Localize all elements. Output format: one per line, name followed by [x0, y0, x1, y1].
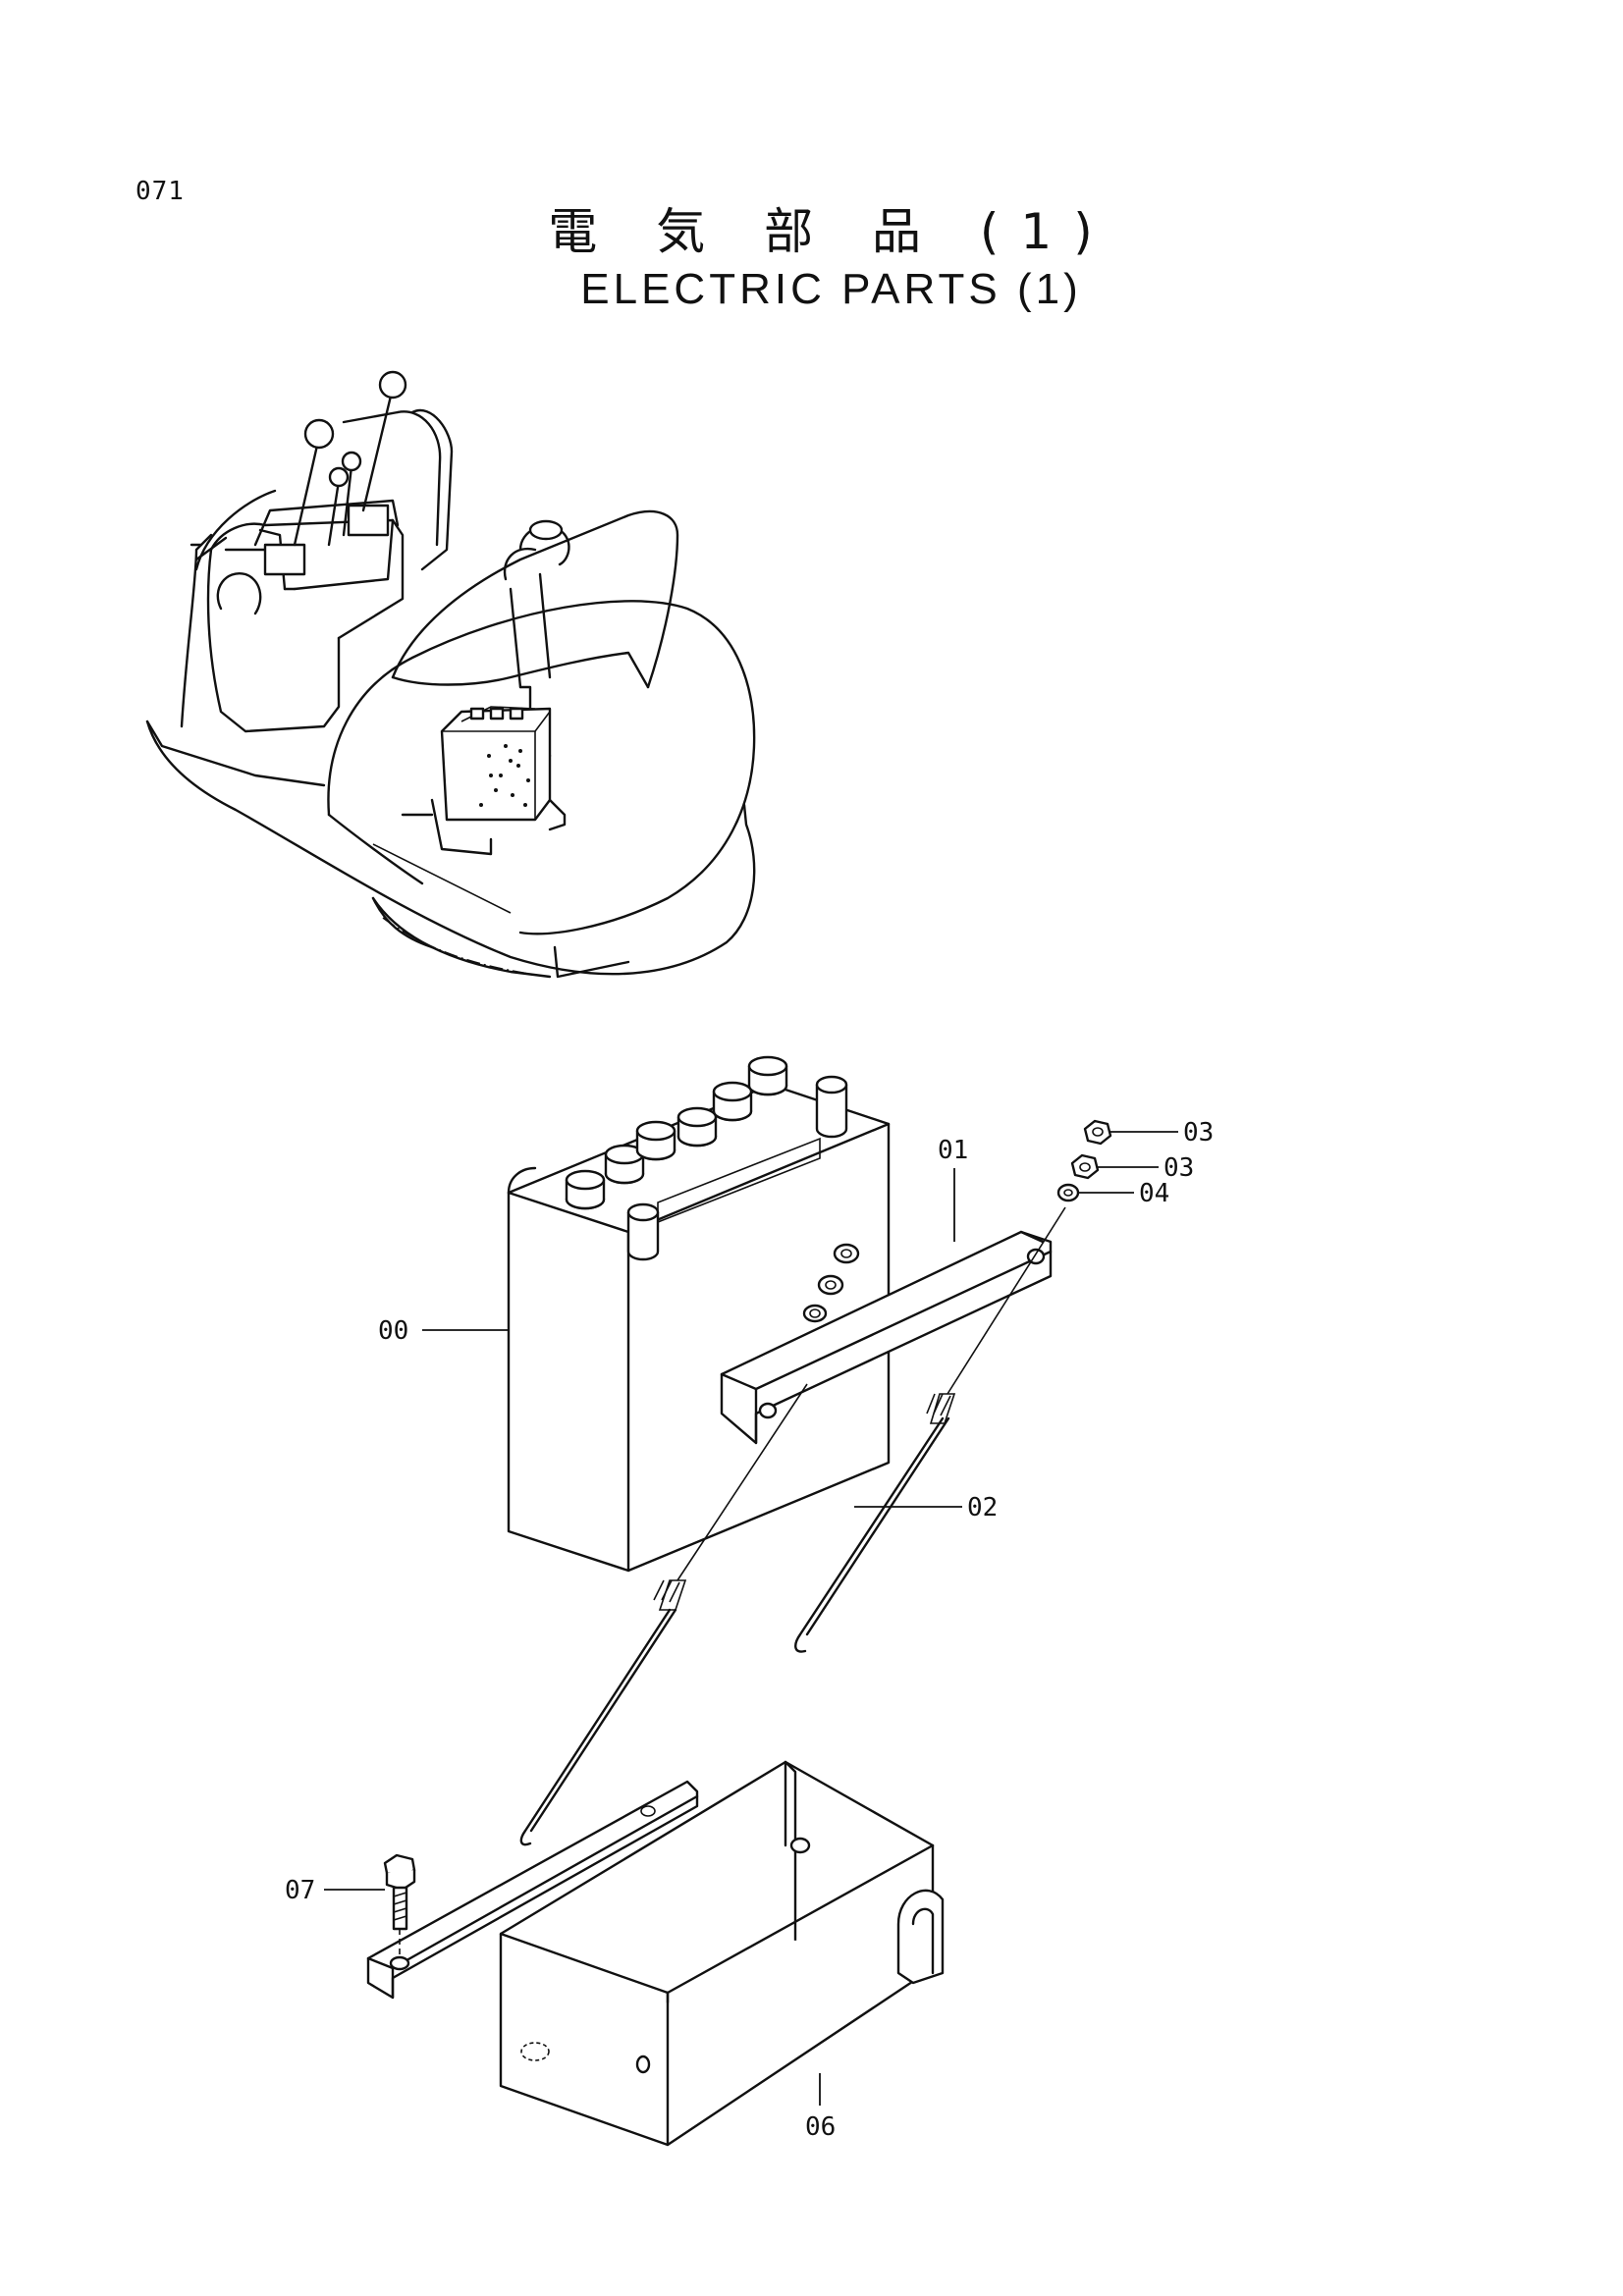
- nut-top: [1083, 1119, 1112, 1146]
- leader-lines: [324, 1131, 1178, 2106]
- nut-second: [1070, 1153, 1100, 1180]
- title-english: ELECTRIC PARTS (1): [580, 265, 1082, 313]
- page-title: 電 気 部 品 (1) ELECTRIC PARTS (1): [0, 201, 1623, 317]
- callout-00: 00: [378, 1316, 408, 1346]
- page-number: 071: [135, 177, 185, 206]
- callout-04: 04: [1139, 1179, 1169, 1208]
- callout-03-top: 03: [1183, 1118, 1214, 1148]
- battery-tray: [366, 1760, 945, 2147]
- callout-03-second: 03: [1163, 1153, 1194, 1183]
- callout-07: 07: [285, 1876, 315, 1905]
- callout-06: 06: [805, 2112, 836, 2142]
- battery: [507, 1055, 891, 1573]
- callout-02: 02: [967, 1493, 998, 1522]
- machine-overview-illustration: [145, 370, 756, 979]
- washer: [1056, 1183, 1080, 1202]
- bolt: [383, 1853, 416, 1958]
- callout-01: 01: [938, 1136, 968, 1165]
- battery-caps: [565, 1055, 788, 1210]
- title-japanese: 電 気 部 品 (1): [548, 203, 1114, 260]
- battery-terminals: [626, 1075, 848, 1261]
- rods: [519, 1206, 1066, 1846]
